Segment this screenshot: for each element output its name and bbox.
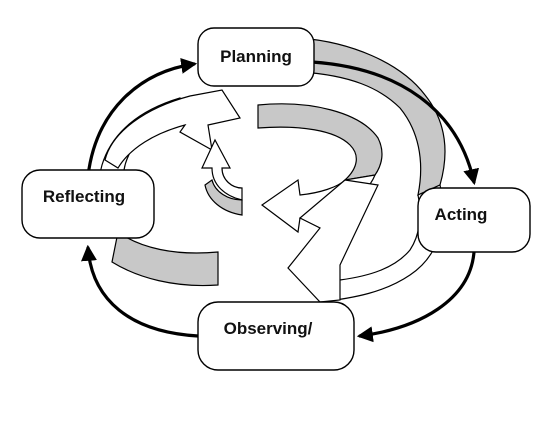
white-arrow-upper-left	[104, 89, 241, 169]
node-acting: Acting	[417, 187, 531, 253]
node-reflecting: Reflecting	[21, 169, 155, 239]
node-planning-label: Planning	[220, 47, 292, 66]
cycle-arrows	[81, 57, 480, 343]
gray-band-left	[111, 230, 219, 287]
arrow-reflecting-to-planning	[86, 57, 198, 178]
gray-band-inner	[257, 103, 383, 181]
gray-band-center	[204, 179, 243, 216]
arrow-planning-to-acting	[310, 60, 480, 186]
node-planning: Planning	[197, 27, 315, 87]
node-acting-label: Acting	[435, 205, 488, 224]
spiral-bands	[98, 37, 446, 303]
node-observing: Observing/	[197, 301, 355, 371]
node-observing-label: Observing/	[224, 319, 313, 338]
white-arrow-center-spiral	[201, 138, 243, 201]
arrow-acting-to-observing	[356, 250, 476, 343]
arrow-observing-to-reflecting	[81, 244, 200, 338]
node-reflecting-label: Reflecting	[43, 187, 125, 206]
